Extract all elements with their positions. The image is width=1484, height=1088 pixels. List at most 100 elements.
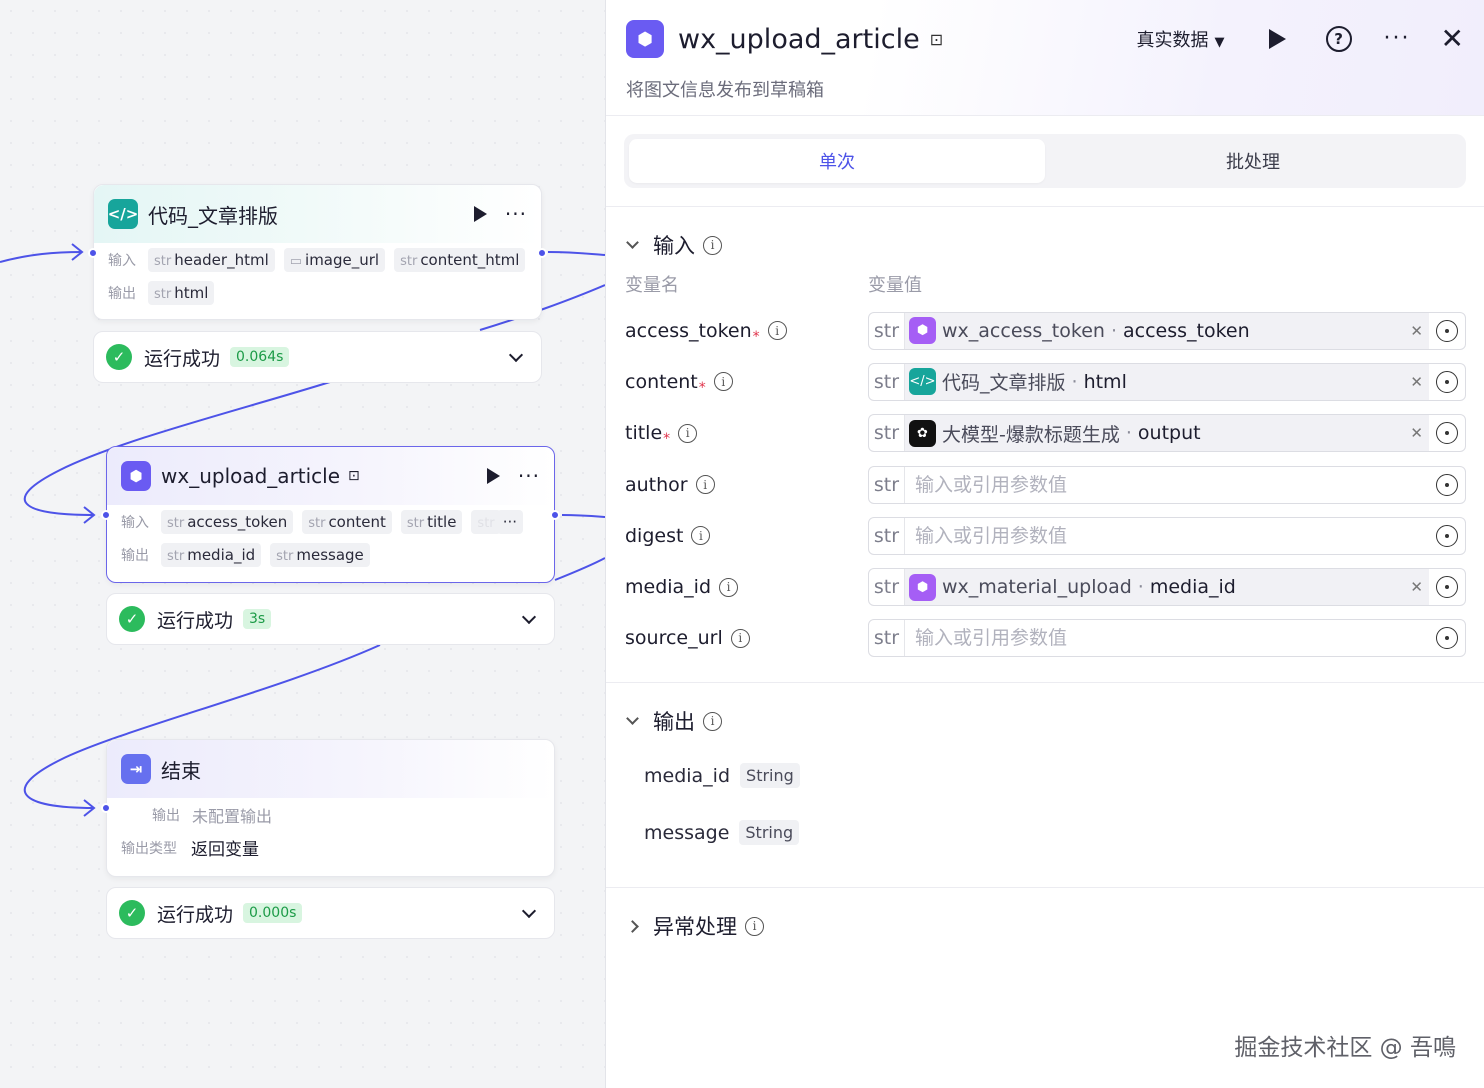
type-value: 返回变量 [191, 840, 259, 860]
inputs-more-button[interactable]: ··· [496, 509, 523, 534]
param-name: digest [625, 524, 684, 547]
author-input[interactable] [905, 473, 1429, 496]
param-reference[interactable]: </> 代码_文章排版·html ✕ [905, 363, 1429, 400]
end-node[interactable]: ⇥ 结束 输出 未配置输出 输出类型 返回变量 [101, 739, 555, 877]
output-port[interactable] [537, 248, 547, 258]
code-node-header: </> 代码_文章排版 ··· [94, 185, 541, 243]
clear-icon[interactable]: ✕ [1410, 372, 1423, 391]
required-mark: * [752, 328, 760, 345]
output-section: 输出 i media_id String message String [606, 683, 1484, 887]
info-icon[interactable]: i [767, 321, 787, 341]
info-icon[interactable]: i [678, 423, 698, 443]
output-label: 输出 [108, 285, 136, 302]
target-icon[interactable] [1436, 627, 1458, 650]
end-node-status[interactable]: ✓ 运行成功 0.000s [106, 887, 555, 939]
exception-section-title: 异常处理 [653, 915, 737, 940]
target-icon[interactable] [1436, 473, 1458, 496]
info-icon[interactable]: i [719, 577, 739, 597]
more-button[interactable]: ··· [1383, 26, 1411, 51]
help-icon[interactable]: ? [1325, 26, 1352, 52]
param-value-box[interactable]: str [868, 619, 1466, 658]
watermark: 掘金技术社区 @ 吾鳴 [1234, 1035, 1456, 1061]
plugin-node-run-button[interactable] [486, 468, 500, 484]
target-icon[interactable] [1436, 319, 1458, 342]
code-node-run-button[interactable] [473, 206, 487, 222]
input-port[interactable] [101, 803, 111, 813]
target-icon[interactable] [1436, 370, 1458, 393]
input-port[interactable] [88, 248, 98, 258]
param-value-box[interactable]: str </> 代码_文章排版·html ✕ [868, 362, 1466, 401]
target-icon[interactable] [1436, 422, 1458, 445]
type-str: str [869, 569, 905, 606]
info-icon[interactable]: i [713, 372, 733, 392]
output-section-title: 输出 [653, 710, 695, 735]
target-icon[interactable] [1436, 576, 1458, 599]
tab-batch[interactable]: 批处理 [1226, 152, 1280, 173]
source-url-input[interactable] [905, 627, 1429, 650]
param-reference[interactable]: ⬢ wx_material_upload·media_id ✕ [905, 569, 1429, 606]
clear-icon[interactable]: ✕ [1410, 321, 1423, 340]
info-icon[interactable]: i [745, 916, 764, 936]
info-icon[interactable]: i [730, 628, 750, 648]
cube-icon: ⬢ [121, 461, 151, 491]
param-value-box[interactable]: str ⬢ wx_access_token·access_token ✕ [868, 311, 1466, 350]
input-port[interactable] [101, 510, 111, 520]
param-value-box[interactable]: str [868, 465, 1466, 504]
code-node-status[interactable]: ✓ 运行成功 0.064s [93, 331, 542, 383]
output-port[interactable] [550, 510, 560, 520]
param-reference[interactable]: ✿ 大模型-爆款标题生成·output ✕ [905, 415, 1429, 452]
param-name: source_url [625, 627, 723, 650]
param-value-box[interactable]: str [868, 516, 1466, 555]
param-name: author [625, 473, 688, 496]
target-icon[interactable] [1436, 524, 1458, 547]
panel-description: 将图文信息发布到草稿箱 [626, 80, 824, 101]
clear-icon[interactable]: ✕ [1410, 424, 1423, 443]
end-node-title: 结束 [161, 758, 201, 783]
param-value-box[interactable]: str ✿ 大模型-爆款标题生成·output ✕ [868, 414, 1466, 453]
input-label: 输入 [108, 252, 136, 269]
edge-code-to-plugin [23, 381, 331, 516]
edge-arrow-plugin [83, 506, 96, 524]
edge-arrow-code [71, 243, 84, 261]
plugin-badge-icon: ⊡ [348, 468, 360, 484]
close-icon[interactable]: ✕ [1440, 22, 1464, 55]
type-str: str [869, 517, 905, 554]
code-node-more-button[interactable]: ··· [504, 202, 527, 226]
tab-single[interactable]: 单次 [629, 139, 1045, 183]
info-icon[interactable]: i [703, 235, 722, 255]
param-row-source-url: source_url i str [606, 613, 1484, 664]
required-mark: * [698, 379, 706, 396]
info-icon[interactable]: i [691, 526, 711, 546]
plugin-node-status[interactable]: ✓ 运行成功 3s [106, 593, 555, 645]
input-section-header[interactable]: 输入 i [606, 227, 1484, 263]
param-value-box[interactable]: str ⬢ wx_material_upload·media_id ✕ [868, 568, 1466, 607]
param-name: title [625, 422, 663, 445]
chevron-down-icon[interactable] [521, 609, 537, 624]
chevron-down-icon[interactable] [521, 903, 537, 918]
info-icon[interactable]: i [703, 711, 722, 731]
type-str: str [869, 312, 905, 349]
chevron-down-icon[interactable] [508, 347, 524, 362]
end-node-output: 输出 未配置输出 [107, 798, 554, 831]
exception-section-header[interactable]: 异常处理 i [606, 908, 1484, 944]
input-tag: ▭image_url [283, 247, 386, 272]
digest-input[interactable] [905, 524, 1429, 547]
clear-icon[interactable]: ✕ [1410, 578, 1423, 597]
run-button[interactable] [1268, 29, 1286, 49]
plugin-node-more-button[interactable]: ··· [517, 464, 540, 488]
code-node-title: 代码_文章排版 [148, 203, 278, 228]
info-icon[interactable]: i [695, 475, 715, 495]
param-reference[interactable]: ⬢ wx_access_token·access_token ✕ [905, 312, 1429, 349]
chevron-down-icon [626, 236, 639, 249]
output-section-header[interactable]: 输出 i [606, 703, 1484, 739]
chevron-down-icon [626, 712, 639, 725]
data-mode-select[interactable]: 真实数据▼ [1136, 30, 1225, 51]
